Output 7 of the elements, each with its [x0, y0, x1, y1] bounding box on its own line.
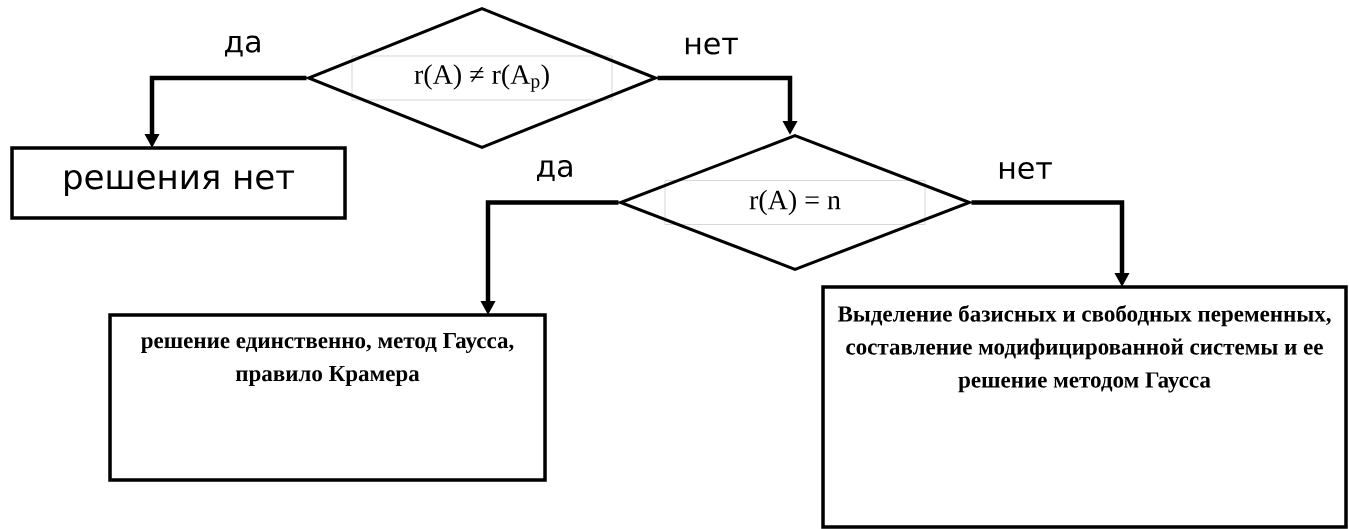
edge-label: нет: [999, 161, 1052, 180]
result-box: решения нет: [10, 146, 347, 220]
edge-label: нет: [685, 37, 738, 55]
process-box: решение единственно, метод Гаусса, правило Крамера: [108, 313, 547, 482]
process-box: Выделение базисных и свободных переменных, составление модифицированной системы и ее решение методом Гаусса: [821, 285, 1348, 529]
edge-label: да: [225, 35, 260, 57]
edge-label: да: [537, 160, 572, 181]
